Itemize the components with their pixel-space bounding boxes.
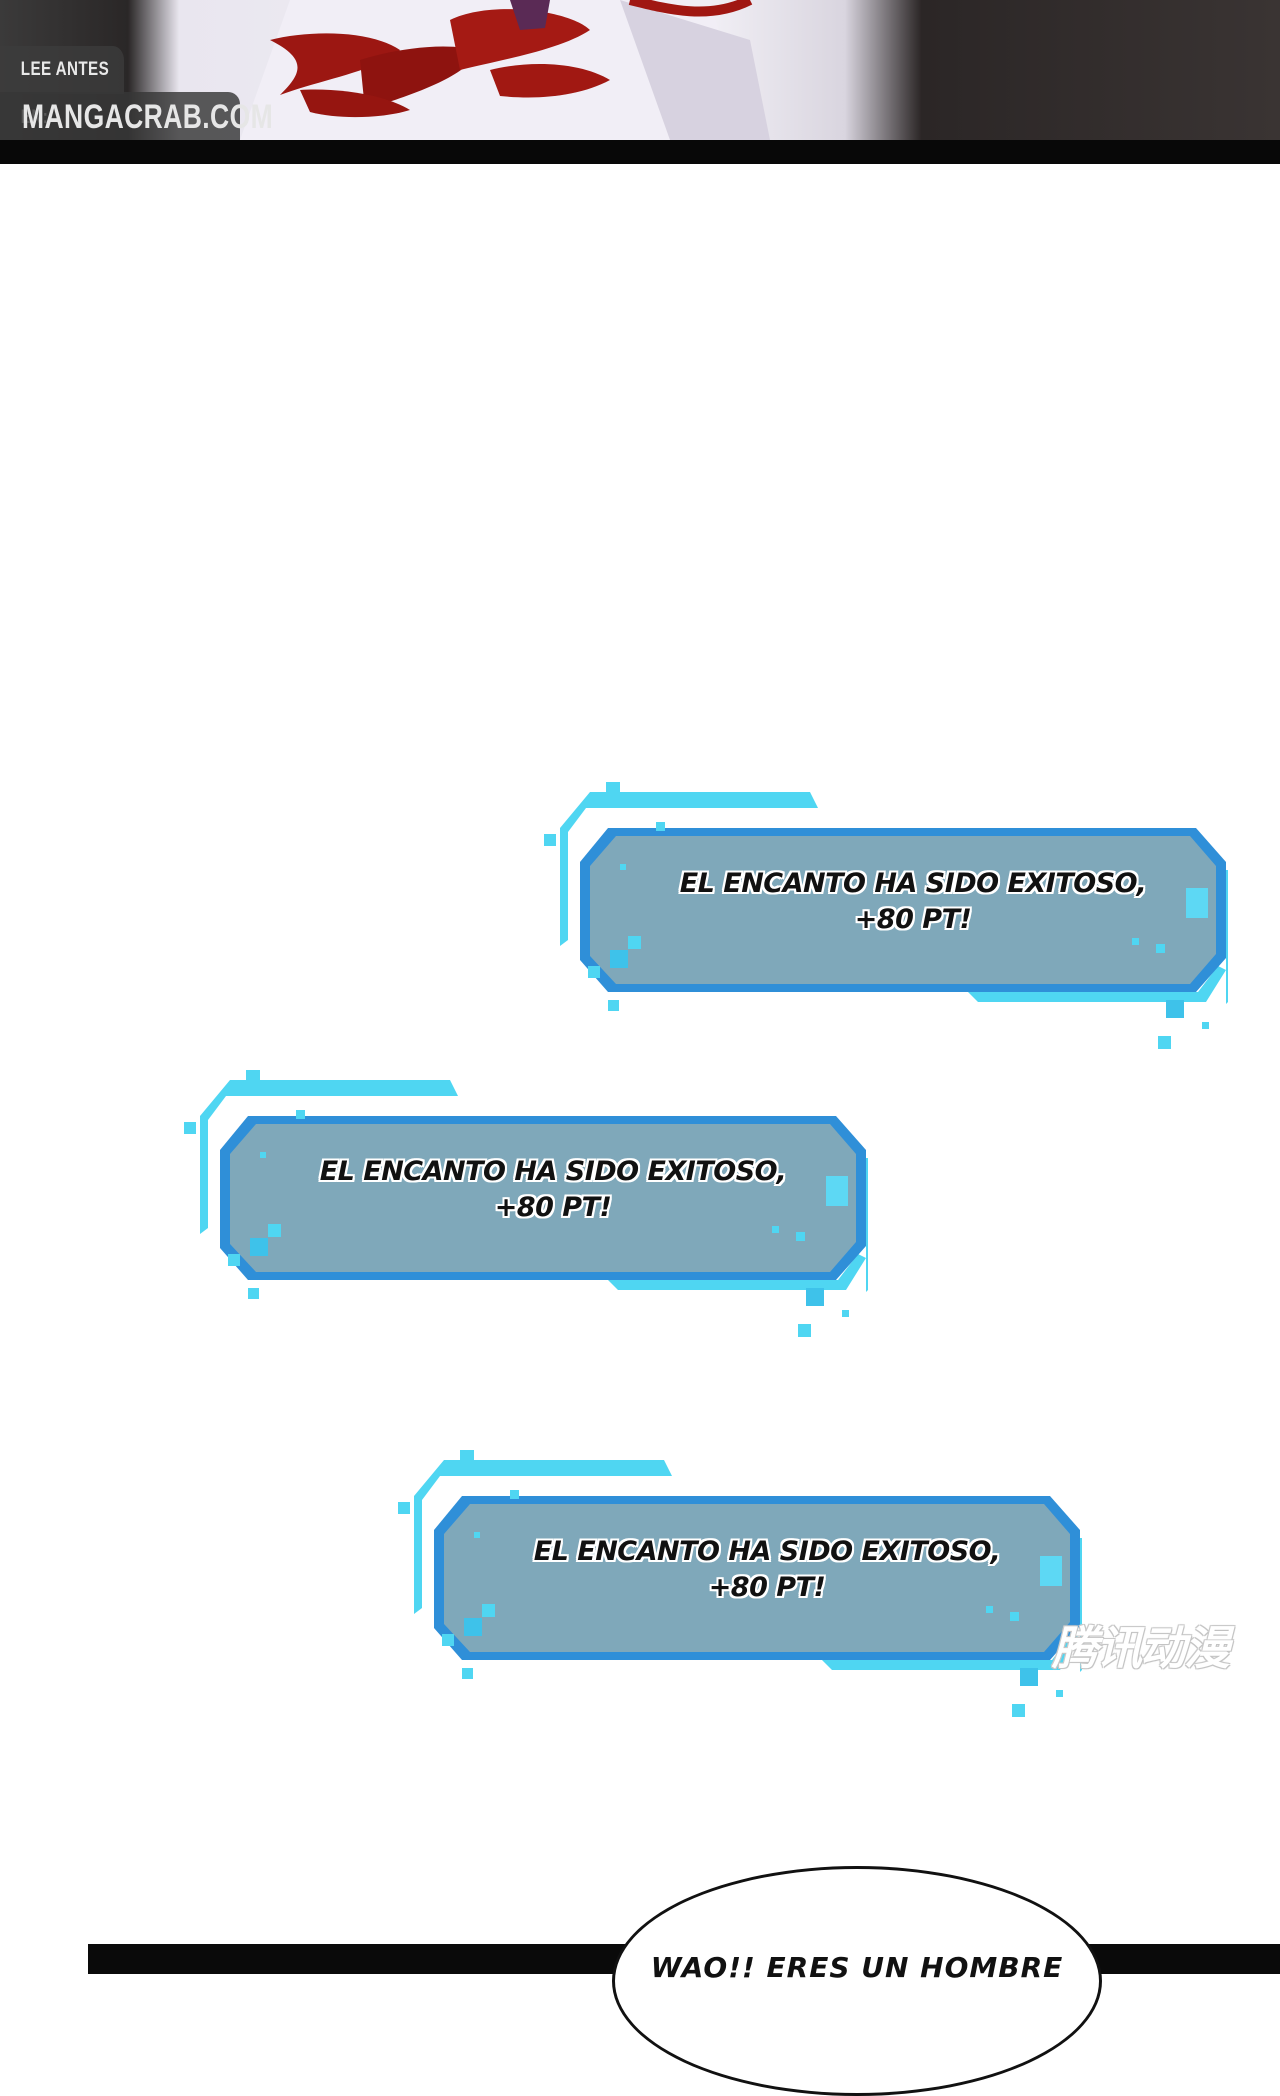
notification-frame [544,782,1228,1049]
source-badge[interactable]: LEE ANTES EN: MANGACRAB.COM [0,46,273,142]
notification-line-2: +80 PT! [708,1572,826,1603]
notification-line-1: EL ENCANTO HA SIDO EXITOSO, [533,1536,1001,1567]
panel-border [0,140,1280,164]
notification-line-1: EL ENCANTO HA SIDO EXITOSO, [679,868,1147,899]
source-site-label: MANGACRAB.COM [22,98,274,136]
robe-illustration [240,0,770,140]
publisher-watermark: 腾讯动漫 [1052,1621,1230,1675]
notification-line-1: EL ENCANTO HA SIDO EXITOSO, [319,1156,787,1187]
speech-bubble-text: WAO!! ERES UN HOMBRE [650,1951,1064,1984]
comic-panel-top: LEE ANTES EN: MANGACRAB.COM [0,0,1280,164]
speech-bubble: WAO!! ERES UN HOMBRE [612,1866,1102,2096]
notification-frame [184,1070,868,1337]
notification-message: EL ENCANTO HA SIDO EXITOSO, +80 PT! [678,866,1148,938]
notification-line-2: +80 PT! [494,1192,612,1223]
notification-box-2: EL ENCANTO HA SIDO EXITOSO, +80 PT! [178,1058,868,1348]
notification-box-3: EL ENCANTO HA SIDO EXITOSO, +80 PT! [392,1438,1082,1728]
notification-box-1: EL ENCANTO HA SIDO EXITOSO, +80 PT! [538,770,1228,1060]
source-site-link[interactable]: MANGACRAB.COM [0,92,273,142]
notification-message: EL ENCANTO HA SIDO EXITOSO, +80 PT! [318,1154,788,1226]
notification-line-2: +80 PT! [854,904,972,935]
notification-message: EL ENCANTO HA SIDO EXITOSO, +80 PT! [532,1534,1002,1606]
notification-frame [398,1450,1082,1717]
source-prefix: LEE ANTES EN: [0,46,124,128]
